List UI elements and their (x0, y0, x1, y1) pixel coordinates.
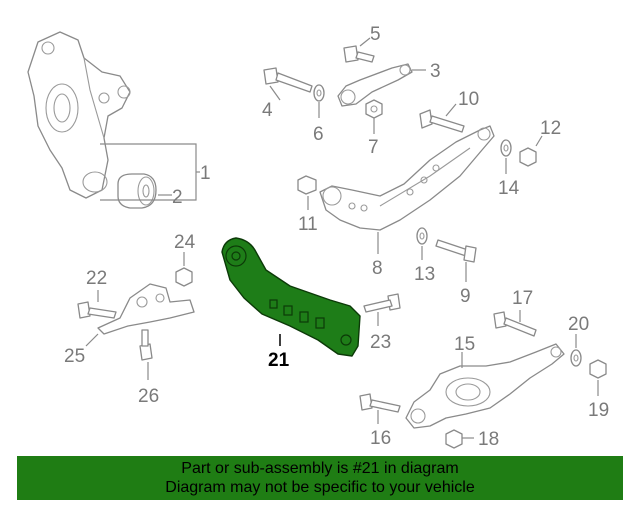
leader-lines (85, 37, 599, 439)
callout-3: 3 (430, 61, 441, 82)
callout-14: 14 (498, 178, 520, 199)
callout-4: 4 (262, 100, 273, 121)
callout-2: 2 (172, 187, 183, 208)
nut-part-19 (589, 359, 607, 379)
callout-10: 10 (458, 89, 479, 110)
bolt-part-26 (139, 329, 153, 361)
banner-line-2: Diagram may not be specific to your vehi… (165, 479, 475, 496)
callout-22: 22 (86, 268, 107, 289)
leader-25 (85, 333, 99, 347)
callout-7: 7 (368, 137, 379, 158)
washer-part-13 (416, 227, 428, 245)
callout-18: 18 (478, 429, 499, 450)
washer-part-6 (313, 84, 325, 102)
leader-10 (445, 103, 457, 117)
nut-part-7 (365, 99, 383, 119)
upper-link-part-3 (337, 63, 413, 107)
leader-12 (535, 135, 543, 147)
bolt-part-9 (435, 239, 477, 263)
bushing-part-2 (117, 173, 157, 209)
bolt-part-16 (359, 393, 401, 413)
bracket-part-25 (97, 283, 195, 335)
leader-4 (269, 85, 281, 101)
callout-6: 6 (313, 124, 324, 145)
callout-26: 26 (138, 386, 159, 407)
callout-5: 5 (370, 24, 381, 45)
callout-labels: 1 2 3 4 5 6 7 8 9 10 11 12 13 14 15 16 1… (64, 24, 609, 450)
trailing-arm-part-21-highlighted[interactable] (221, 237, 361, 357)
nut-part-18 (445, 429, 463, 449)
bolt-part-4 (263, 67, 313, 93)
bolt-part-10 (419, 109, 465, 133)
bolt-part-23 (363, 293, 401, 313)
parts-diagram: 1 2 3 4 5 6 7 8 9 10 11 12 13 14 15 16 1… (27, 24, 609, 450)
callout-21: 21 (268, 350, 290, 371)
callout-16: 16 (370, 428, 391, 449)
callout-1: 1 (200, 163, 211, 184)
part-info-banner: Part or sub-assembly is #21 in diagram D… (17, 456, 623, 500)
callout-25: 25 (64, 346, 85, 367)
knuckle-part-1 (27, 31, 131, 199)
callout-20: 20 (568, 314, 589, 335)
banner-line-1: Part or sub-assembly is #21 in diagram (181, 460, 459, 477)
callout-24: 24 (174, 232, 196, 253)
leader-5 (359, 37, 371, 47)
callout-11: 11 (298, 214, 318, 235)
nut-part-24 (175, 267, 193, 287)
callout-19: 19 (588, 400, 609, 421)
bolt-part-22 (77, 301, 117, 319)
callout-17: 17 (512, 288, 533, 309)
lower-arm-part-8 (319, 125, 495, 231)
nut-part-12 (519, 147, 537, 167)
nut-part-11 (297, 175, 317, 195)
washer-part-20 (570, 349, 582, 367)
callout-13: 13 (414, 264, 435, 285)
callout-8: 8 (372, 258, 383, 279)
bolt-part-5 (343, 45, 375, 63)
callout-15: 15 (454, 334, 475, 355)
callout-23: 23 (370, 332, 391, 353)
bolt-part-17 (493, 311, 537, 337)
lower-control-arm-part-15 (405, 343, 565, 429)
callout-12: 12 (540, 118, 561, 139)
callout-9: 9 (460, 286, 471, 307)
washer-part-14 (500, 139, 512, 157)
